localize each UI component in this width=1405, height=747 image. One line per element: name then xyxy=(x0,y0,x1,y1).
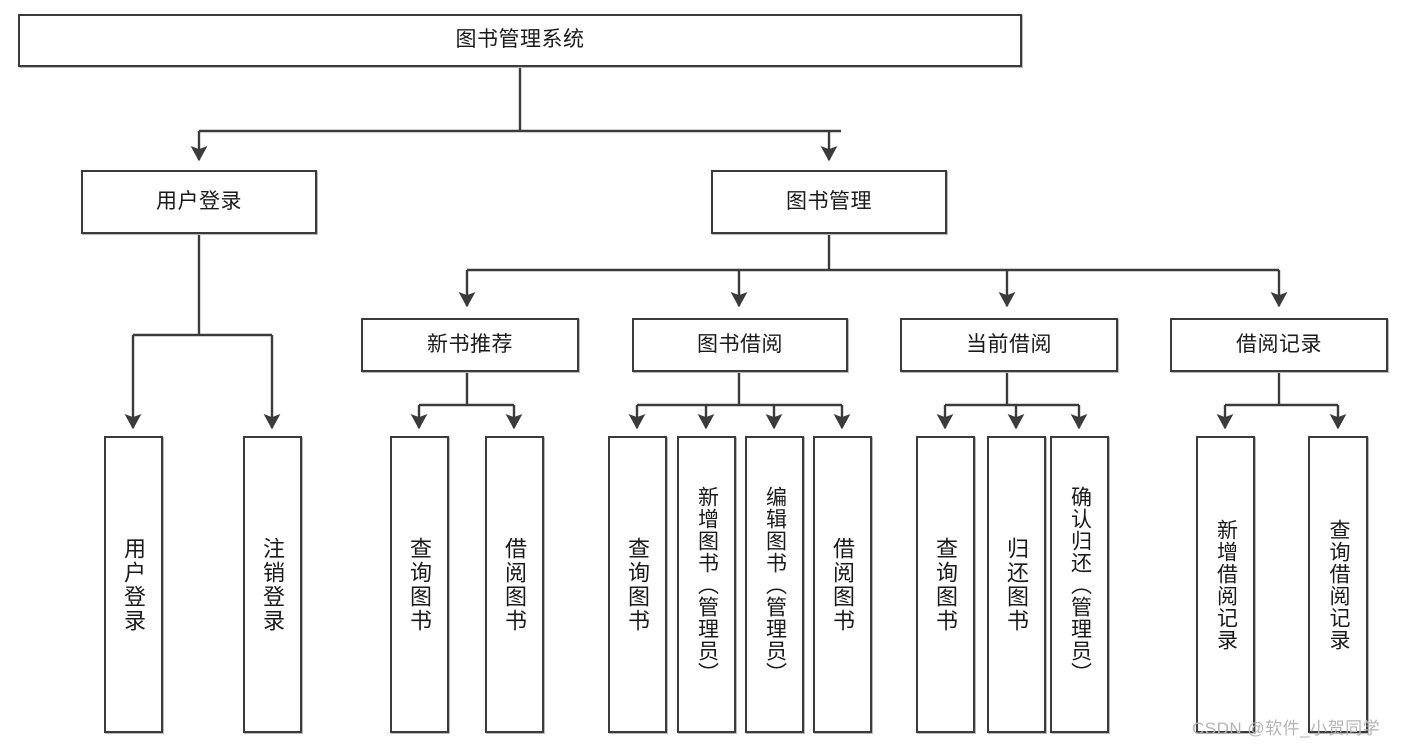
node-borrow-record-label: 借阅记录 xyxy=(1236,332,1322,356)
node-leaf-add-record-label: 新增借阅记录 xyxy=(1214,518,1238,651)
node-leaf-add-book[interactable]: 新增图书（管理员） xyxy=(677,436,736,733)
node-leaf-return-book[interactable]: 归还图书 xyxy=(987,436,1046,733)
node-book-manage-label: 图书管理 xyxy=(786,189,872,213)
node-book-borrow[interactable]: 图书借阅 xyxy=(632,318,848,372)
node-leaf-confirm-return-label: 确认归还（管理员） xyxy=(1068,485,1092,684)
node-leaf-query-book-3-label: 查询图书 xyxy=(933,536,959,633)
node-current-borrow[interactable]: 当前借阅 xyxy=(900,318,1118,372)
node-user-login-label: 用户登录 xyxy=(156,189,242,213)
csdn-watermark: CSDN @软件_小贺同学 xyxy=(1192,719,1381,738)
node-leaf-borrow-book-2[interactable]: 借阅图书 xyxy=(813,436,872,733)
node-leaf-query-book-1-label: 查询图书 xyxy=(407,536,433,633)
node-leaf-add-record[interactable]: 新增借阅记录 xyxy=(1196,436,1255,733)
node-leaf-borrow-book-1-label: 借阅图书 xyxy=(502,536,528,633)
node-leaf-user-logout[interactable]: 注销登录 xyxy=(243,436,302,733)
node-root-label: 图书管理系统 xyxy=(455,28,585,52)
node-leaf-query-book-2-label: 查询图书 xyxy=(625,536,651,633)
node-leaf-return-book-label: 归还图书 xyxy=(1004,536,1030,633)
node-leaf-edit-book[interactable]: 编辑图书（管理员） xyxy=(745,436,804,733)
node-leaf-add-book-label: 新增图书（管理员） xyxy=(695,485,719,684)
node-leaf-user-login[interactable]: 用户登录 xyxy=(104,436,163,733)
node-leaf-user-logout-label: 注销登录 xyxy=(260,536,286,633)
node-root[interactable]: 图书管理系统 xyxy=(18,14,1022,67)
node-leaf-query-book-2[interactable]: 查询图书 xyxy=(608,436,667,733)
node-current-borrow-label: 当前借阅 xyxy=(966,332,1052,356)
node-new-book-recommend[interactable]: 新书推荐 xyxy=(361,318,579,372)
node-leaf-edit-book-label: 编辑图书（管理员） xyxy=(763,485,787,684)
node-leaf-query-record-label: 查询借阅记录 xyxy=(1327,518,1351,651)
node-leaf-borrow-book-1[interactable]: 借阅图书 xyxy=(485,436,544,733)
node-leaf-borrow-book-2-label: 借阅图书 xyxy=(830,536,856,633)
node-leaf-query-book-3[interactable]: 查询图书 xyxy=(916,436,975,733)
node-user-login[interactable]: 用户登录 xyxy=(81,170,317,234)
node-leaf-confirm-return[interactable]: 确认归还（管理员） xyxy=(1050,436,1109,733)
node-new-book-recommend-label: 新书推荐 xyxy=(427,332,513,356)
node-leaf-query-book-1[interactable]: 查询图书 xyxy=(390,436,449,733)
node-leaf-query-record[interactable]: 查询借阅记录 xyxy=(1308,436,1368,733)
node-borrow-record[interactable]: 借阅记录 xyxy=(1170,318,1388,372)
node-leaf-user-login-label: 用户登录 xyxy=(121,536,147,633)
node-book-manage[interactable]: 图书管理 xyxy=(711,170,947,234)
node-book-borrow-label: 图书借阅 xyxy=(697,332,783,356)
